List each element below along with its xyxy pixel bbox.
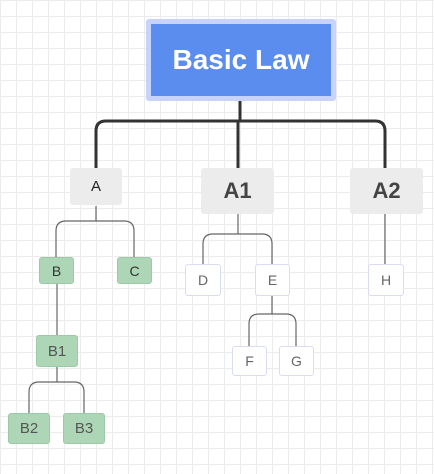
- node-d[interactable]: D: [185, 264, 221, 296]
- node-a2[interactable]: A2: [350, 168, 423, 214]
- node-a2-label: A2: [372, 178, 401, 203]
- node-c-label: C: [129, 262, 140, 279]
- node-b1-label: B1: [47, 342, 67, 360]
- node-f[interactable]: F: [232, 346, 267, 376]
- node-b1[interactable]: B1: [36, 335, 78, 367]
- connector-e-to-f-g: [248, 296, 297, 346]
- node-g-label: G: [291, 353, 302, 369]
- node-b-label: B: [51, 262, 62, 279]
- node-h-label: H: [380, 272, 392, 288]
- connector-root-to-a: [94, 119, 240, 168]
- root-node[interactable]: Basic Law: [146, 19, 336, 101]
- node-b3[interactable]: B3: [63, 413, 105, 444]
- connector-b1-to-b2-b3: [28, 367, 85, 413]
- connector-root-to-a2: [240, 119, 387, 168]
- node-e[interactable]: E: [255, 264, 290, 296]
- node-d-label: D: [197, 272, 209, 288]
- node-b3-label: B3: [74, 420, 94, 437]
- node-a1[interactable]: A1: [201, 168, 274, 214]
- node-a1-label: A1: [223, 178, 252, 203]
- node-a-label: A: [90, 178, 101, 195]
- node-b2-label: B2: [19, 420, 39, 437]
- node-g[interactable]: G: [279, 346, 314, 376]
- node-b2[interactable]: B2: [8, 413, 50, 444]
- node-e-label: E: [267, 272, 278, 288]
- node-b[interactable]: B: [39, 257, 74, 284]
- node-h[interactable]: H: [368, 264, 404, 296]
- node-a[interactable]: A: [70, 168, 122, 205]
- connector-a1-to-d-e: [202, 214, 273, 264]
- root-node-label: Basic Law: [172, 44, 310, 75]
- node-f-label: F: [245, 353, 254, 369]
- connector-a-to-b-c: [55, 206, 135, 258]
- node-c[interactable]: C: [117, 257, 152, 284]
